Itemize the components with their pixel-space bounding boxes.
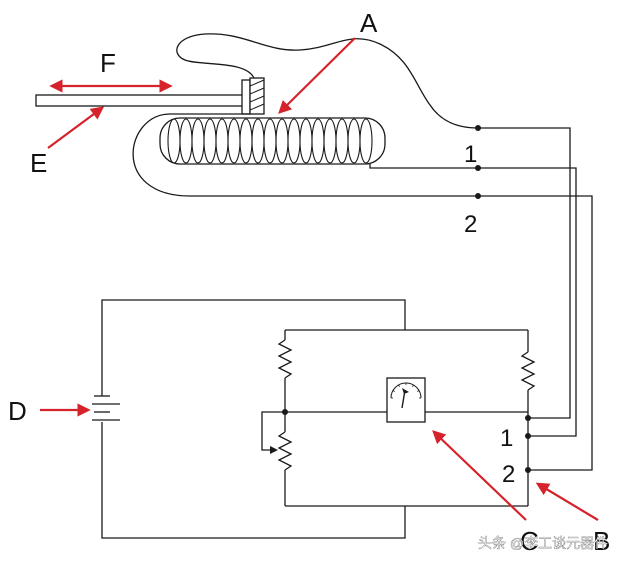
bridge-terminal-2-label: 2 <box>502 461 515 488</box>
sensor-terminals: 1 2 <box>464 125 481 238</box>
arrow-c <box>432 430 527 521</box>
flex-wire <box>176 33 479 129</box>
label-f: F <box>100 48 116 78</box>
bridge-circuit: 1 2 <box>92 299 536 539</box>
arrow-e <box>47 106 105 149</box>
potentiometer-wiper <box>261 411 285 451</box>
plunger-rod <box>35 94 249 107</box>
label-c: C <box>520 526 539 556</box>
arrow-b <box>535 482 599 521</box>
arrow-a <box>278 37 356 114</box>
watermark-text: 头条 @李工谈元器件 <box>478 535 608 551</box>
interconnect-cables <box>478 127 593 471</box>
sensor-terminal-1-label: 1 <box>464 141 477 168</box>
sensor-terminal-2-label: 2 <box>464 211 477 238</box>
bridge-terminal-1-label: 1 <box>500 425 513 452</box>
battery <box>92 395 120 421</box>
label-a: A <box>360 8 378 38</box>
sensor-assembly <box>35 33 479 197</box>
coil-turn <box>359 118 373 164</box>
coil-core-loop <box>132 113 478 197</box>
galvanometer <box>386 377 426 423</box>
label-d: D <box>8 396 27 426</box>
label-e: E <box>30 148 47 178</box>
coil-windings <box>167 118 373 164</box>
plunger-stem <box>241 79 251 115</box>
coil-lead <box>369 164 478 169</box>
resistor-left-bottom <box>277 431 293 471</box>
callouts: F E A D C B <box>8 8 610 556</box>
resistor-right-top <box>520 351 536 391</box>
coil-body <box>159 117 386 165</box>
label-b: B <box>593 526 610 556</box>
resistor-left-top <box>277 339 293 379</box>
